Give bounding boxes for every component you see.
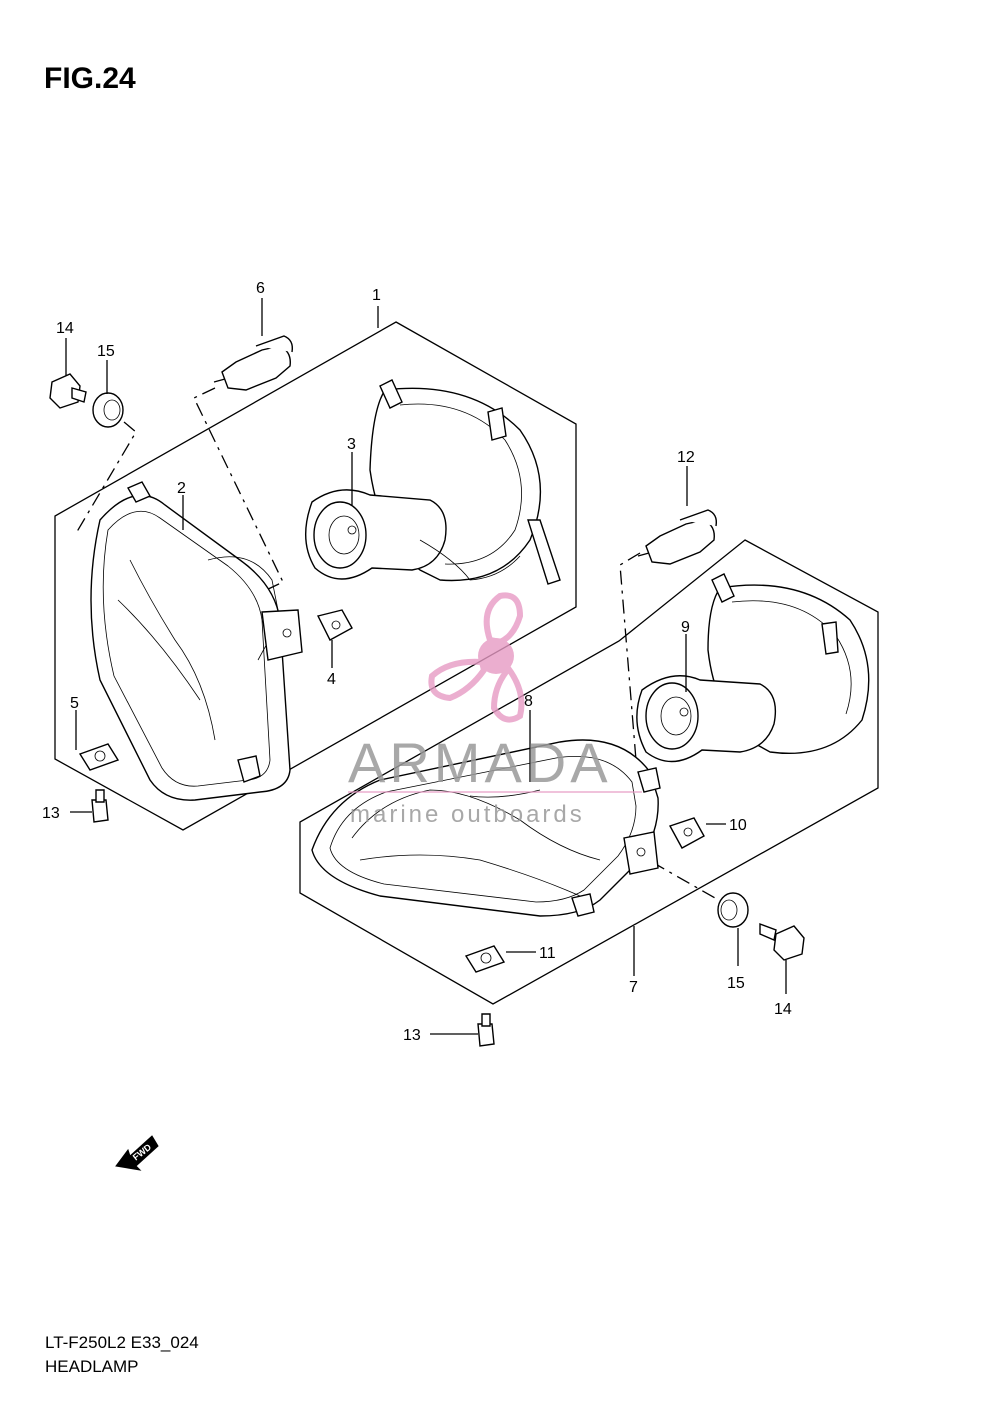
right-clip-nut-11 [464, 945, 506, 973]
guide-line-grommet-15 [74, 421, 137, 536]
left-clip-nut-4 [316, 609, 353, 641]
left-assembly-boundary [54, 321, 577, 831]
watermark-logo [428, 592, 525, 723]
callout-5: 5 [70, 695, 79, 712]
figure-title: FIG.24 [44, 62, 136, 95]
callout-14-left: 14 [56, 320, 74, 337]
callout-3: 3 [347, 436, 356, 453]
callout-4: 4 [327, 671, 336, 688]
callout-1: 1 [372, 287, 381, 304]
callout-2: 2 [177, 480, 186, 497]
left-grommet-15 [92, 392, 124, 428]
figure-name: HEADLAMP [45, 1357, 139, 1376]
callout-13-left: 13 [42, 805, 60, 822]
left-bulb-socket [304, 379, 561, 585]
callout-9: 9 [681, 619, 690, 636]
right-bulb-socket [636, 573, 870, 763]
left-bolt-13 [91, 789, 109, 823]
guide-line-bulb-6 [193, 387, 284, 593]
right-bulb [637, 509, 718, 565]
right-grommet-15 [717, 892, 749, 928]
watermark-brand: ARMADA [348, 731, 612, 794]
callout-13-right: 13 [403, 1027, 421, 1044]
callout-8: 8 [524, 693, 533, 710]
left-clip-nut-5 [78, 743, 120, 771]
callout-6: 6 [256, 280, 265, 297]
right-assembly-boundary [299, 539, 879, 1005]
callout-7: 7 [629, 979, 638, 996]
callout-11: 11 [539, 945, 556, 962]
fwd-arrow-icon: FWD [115, 1135, 159, 1171]
left-screw-14 [49, 373, 87, 409]
left-bulb [213, 335, 294, 391]
guide-line-bulb-12 [619, 552, 641, 761]
right-headlamp-lens [311, 739, 661, 917]
right-bolt-13 [477, 1013, 495, 1047]
callout-15-left: 15 [97, 343, 115, 360]
leader-lines [65, 298, 787, 1035]
callout-10: 10 [729, 817, 747, 834]
right-screw-14 [759, 922, 805, 961]
callout-12: 12 [677, 449, 695, 466]
watermark-tagline: marine outboards [350, 801, 585, 828]
right-clip-nut-10 [668, 817, 705, 849]
left-headlamp-housing [90, 481, 303, 801]
callout-15-right: 15 [727, 975, 745, 992]
model-code: LT-F250L2 E33_024 [45, 1333, 199, 1352]
callout-14-right: 14 [774, 1001, 792, 1018]
